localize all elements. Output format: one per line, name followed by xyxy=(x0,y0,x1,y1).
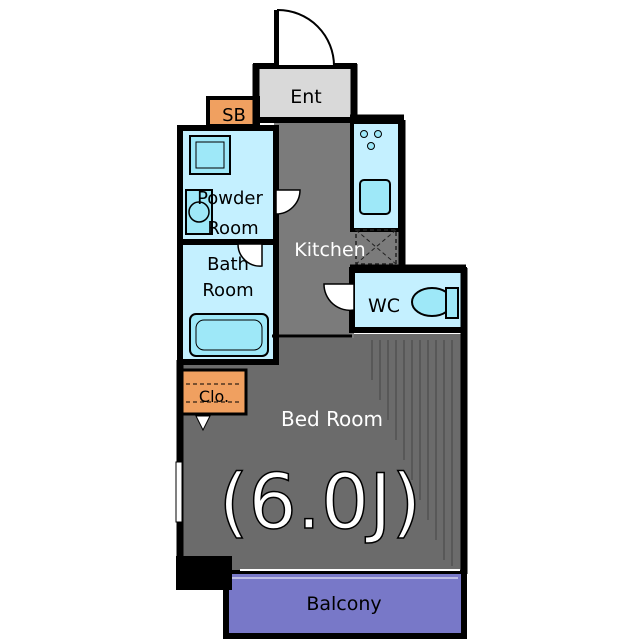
bedroom-size-label: (6.0J) xyxy=(219,457,422,546)
toilet-tank xyxy=(445,287,459,319)
entrance-door-swing xyxy=(277,8,336,67)
powder-room-label-1: Powder xyxy=(197,188,263,209)
fridge-space xyxy=(355,229,397,265)
kitchen-label: Kitchen xyxy=(294,239,365,261)
bedroom-hatching xyxy=(371,340,453,566)
bath-door-swing xyxy=(237,243,263,267)
wall-column xyxy=(176,556,232,590)
kitchen-sink xyxy=(359,179,391,215)
bath-room-label-1: Bath xyxy=(207,254,249,275)
balcony-label: Balcony xyxy=(306,593,381,615)
wc-label: WC xyxy=(368,295,400,317)
shoe-box-label: SB xyxy=(222,105,246,126)
washbasin-inner xyxy=(195,141,225,169)
powder-door-swing xyxy=(275,189,301,215)
wc-door-swing xyxy=(323,283,355,312)
bath-room-label-2: Room xyxy=(202,280,253,301)
closet-label: Clo. xyxy=(199,387,229,406)
balcony-area xyxy=(223,567,467,639)
entrance-label: Ent xyxy=(290,86,322,108)
powder-room-label-2: Room xyxy=(207,218,258,239)
bedroom-label: Bed Room xyxy=(281,407,383,431)
closet xyxy=(180,368,248,416)
